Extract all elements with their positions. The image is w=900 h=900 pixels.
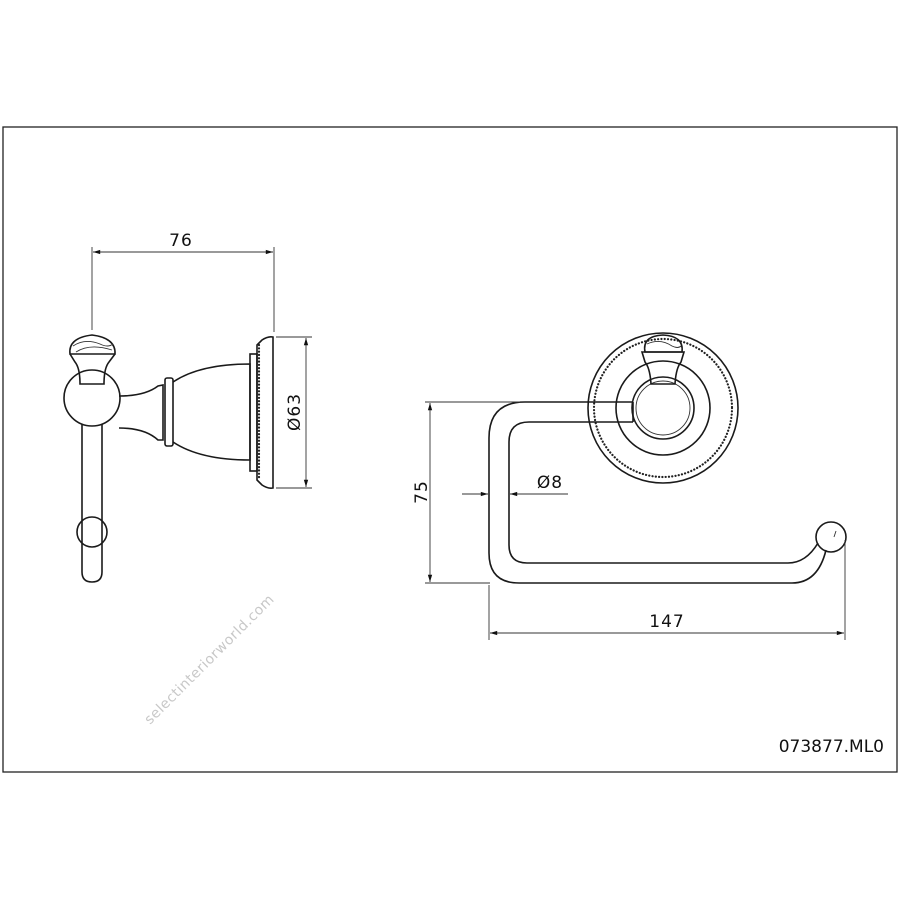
side-view <box>63 334 274 583</box>
drawing-frame <box>2 126 898 773</box>
height-label: 75 <box>412 480 432 504</box>
watermark: selectinteriorworld.com <box>142 591 278 727</box>
depth-dimension: 76 <box>91 231 275 332</box>
plate-diameter-dimension: Ø63 <box>276 336 312 489</box>
front-view <box>488 332 847 584</box>
plate-diameter-label: Ø63 <box>285 393 305 431</box>
rod-diameter-label: Ø8 <box>537 473 563 493</box>
rod-diameter-dimension: Ø8 <box>462 473 568 497</box>
height-dimension: 75 <box>412 401 520 584</box>
product-code: 073877.ML0 <box>779 737 884 757</box>
depth-label: 76 <box>169 231 193 251</box>
width-dimension: 147 <box>488 540 846 640</box>
width-label: 147 <box>649 612 684 632</box>
